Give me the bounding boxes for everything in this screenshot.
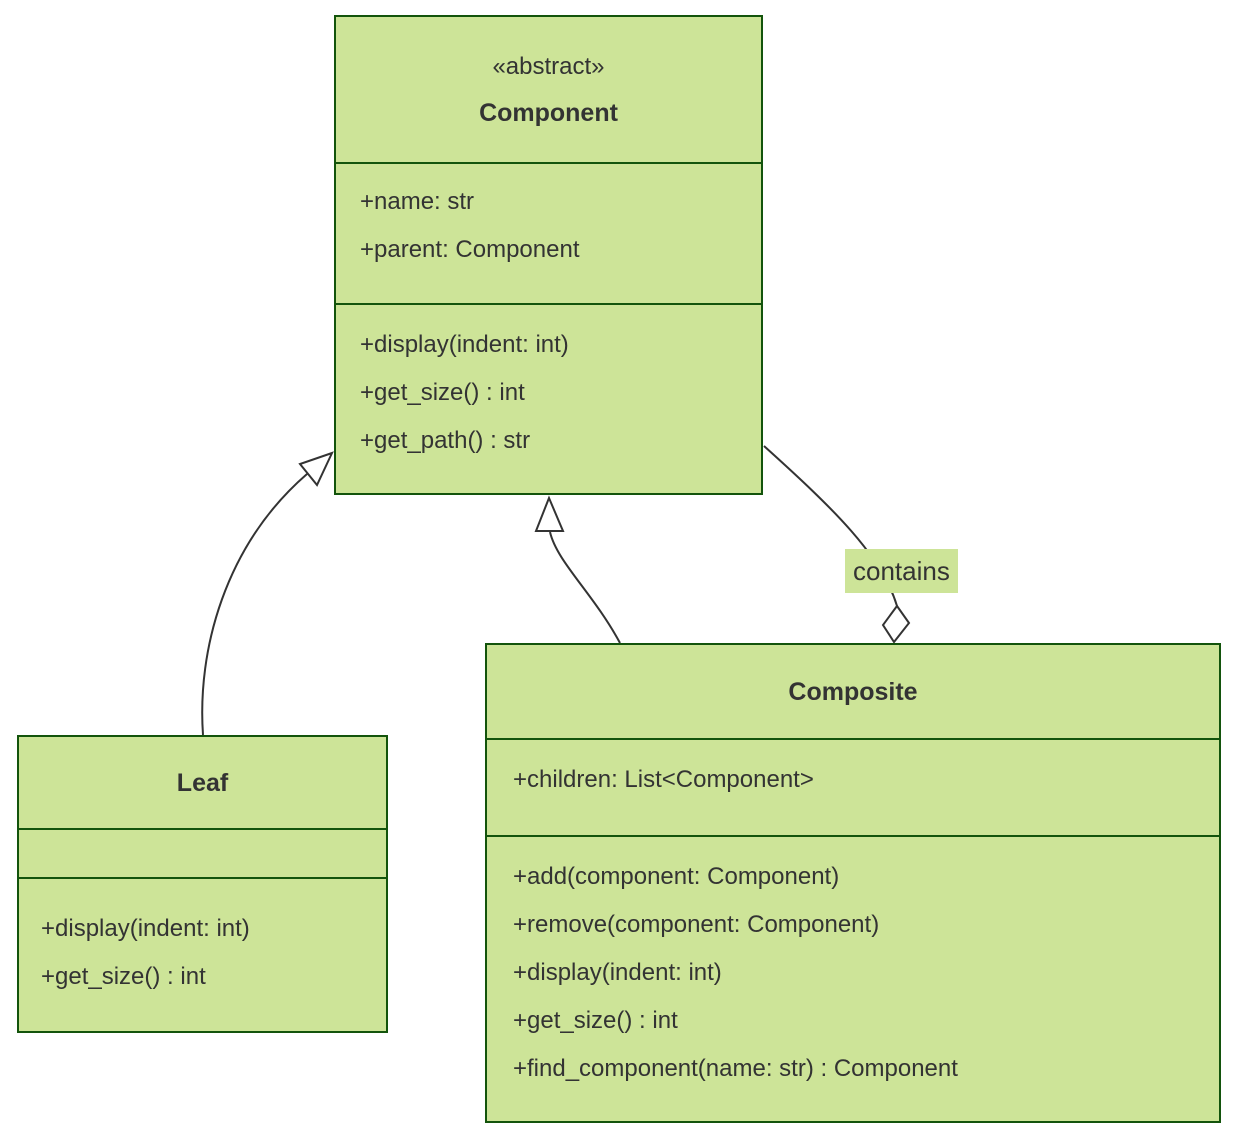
class-header-leaf: Leaf — [19, 737, 386, 828]
class-box-composite: Composite +children: List<Component> +ad… — [485, 643, 1221, 1123]
class-box-leaf: Leaf +display(indent: int) +get_size() :… — [17, 735, 388, 1033]
method-row: +remove(component: Component) — [513, 911, 880, 938]
class-box-component: «abstract» Component +name: str +parent:… — [334, 15, 763, 495]
inheritance-arrowhead-composite — [534, 495, 565, 532]
class-header-composite: Composite — [487, 645, 1219, 738]
attributes-section-leaf — [19, 828, 386, 877]
class-name-leaf: Leaf — [176, 768, 229, 797]
attributes-section-component: +name: str +parent: Component — [336, 162, 761, 303]
method-row: +get_size() : int — [360, 379, 525, 406]
method-row: +get_size() : int — [513, 1007, 678, 1034]
method-row: +get_path() : str — [360, 427, 531, 454]
class-stereotype: «abstract» — [492, 52, 605, 80]
method-row: +display(indent: int) — [513, 959, 722, 986]
class-header-component: «abstract» Component — [336, 17, 761, 162]
attribute-row: +parent: Component — [360, 236, 580, 263]
class-name-composite: Composite — [788, 677, 918, 706]
methods-section-composite: +add(component: Component) +remove(compo… — [487, 835, 1219, 1121]
attribute-row: +children: List<Component> — [513, 766, 814, 793]
inheritance-edge-leaf-component — [201, 473, 308, 736]
attributes-section-composite: +children: List<Component> — [487, 738, 1219, 835]
inheritance-edge-composite-component — [549, 531, 621, 644]
aggregation-diamond — [881, 604, 911, 644]
method-row: +display(indent: int) — [360, 331, 569, 358]
aggregation-edge-label: contains — [845, 549, 958, 593]
method-row: +get_size() : int — [41, 963, 206, 990]
attribute-row: +name: str — [360, 188, 475, 215]
methods-section-component: +display(indent: int) +get_size() : int … — [336, 303, 761, 493]
method-row: +add(component: Component) — [513, 863, 840, 890]
method-row: +display(indent: int) — [41, 915, 250, 942]
methods-section-leaf: +display(indent: int) +get_size() : int — [19, 877, 386, 1031]
method-row: +find_component(name: str) : Component — [513, 1055, 958, 1082]
class-name-component: Component — [479, 98, 618, 127]
inheritance-arrowhead-leaf — [298, 451, 334, 487]
